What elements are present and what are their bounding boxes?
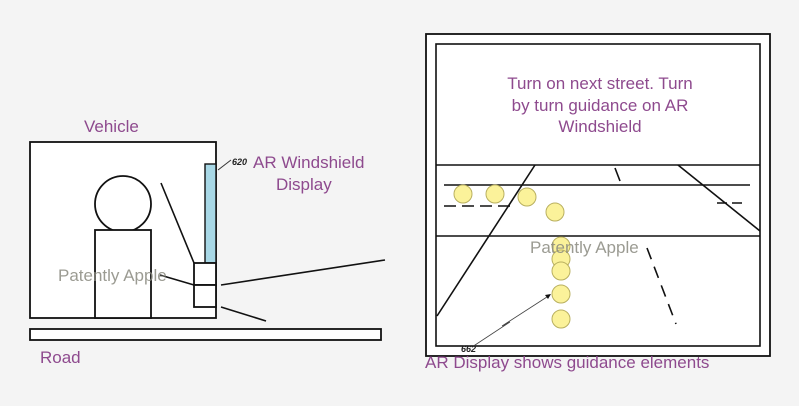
ar-windshield-view: Turn on next street. Turn by turn guidan… [425, 33, 771, 372]
ar-windshield-display [204, 163, 217, 264]
ref-662: 662 [461, 344, 476, 354]
ref-arrow-620 [217, 159, 232, 171]
guidance-dot [545, 202, 565, 222]
sensor-ray-lower [220, 306, 267, 322]
windshield-label-2: Display [276, 175, 332, 194]
driver-head [94, 175, 152, 233]
guidance-dot [517, 187, 537, 207]
guidance-message-2: by turn guidance on AR [512, 96, 689, 115]
road-edge-left [436, 164, 536, 317]
sight-line [160, 182, 195, 264]
guidance-dot [551, 309, 571, 329]
ref-620: 620 [232, 157, 247, 167]
guidance-message-1: Turn on next street. Turn [507, 74, 693, 93]
sensor-ray-upper [220, 259, 386, 286]
watermark-left: Patently Apple [58, 266, 167, 285]
arrowhead-icon [545, 294, 551, 299]
road-label: Road [40, 348, 81, 367]
projector-unit-upper [193, 262, 217, 286]
watermark-right: Patently Apple [530, 238, 639, 257]
lane-dash-center-top [614, 167, 621, 182]
guidance-dot [551, 261, 571, 281]
guidance-dot [485, 184, 505, 204]
sensor-line [159, 274, 195, 286]
road-edge-right [677, 164, 761, 232]
projector-unit-lower [193, 284, 217, 308]
lane-dash-center [646, 247, 677, 325]
vehicle-side-view: Vehicle 620 AR Windshield Display Road P… [29, 117, 386, 367]
guidance-elements [453, 184, 571, 329]
guidance-dot [453, 184, 473, 204]
windshield-label-1: AR Windshield [253, 153, 365, 172]
guidance-message-3: Windshield [558, 117, 641, 136]
road-surface [29, 328, 382, 341]
ref-arrow-662 [471, 294, 551, 348]
vehicle-label: Vehicle [84, 117, 139, 136]
driver-body [94, 229, 152, 319]
caption: AR Display shows guidance elements [425, 353, 709, 372]
guidance-dot [551, 284, 571, 304]
